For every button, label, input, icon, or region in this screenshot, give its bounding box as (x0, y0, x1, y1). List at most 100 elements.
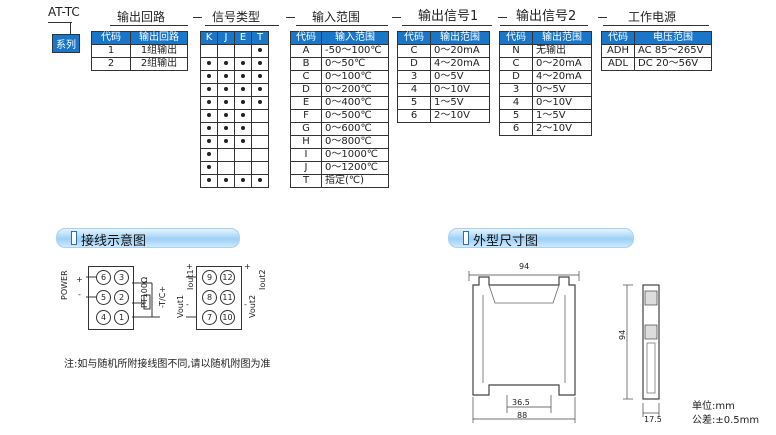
signal-cell-k (200, 161, 218, 175)
table-row (200, 148, 269, 162)
terminal-7: 7 (202, 310, 217, 325)
dot-icon (207, 113, 211, 117)
table-row (200, 57, 269, 71)
power-plus: + (76, 275, 83, 284)
dot-icon (241, 74, 245, 78)
cell-value: 无输出 (532, 44, 592, 58)
table-row (200, 161, 269, 175)
signal-cell-k (200, 70, 218, 84)
dot-icon (258, 87, 262, 91)
signal-cell-e (234, 161, 252, 175)
out2-minus: - (244, 300, 247, 309)
cell-range: 指定(℃) (321, 174, 389, 188)
cell-value: 0～10V (430, 83, 490, 97)
cell-code: C (397, 44, 431, 58)
signal-cell-j (217, 57, 235, 71)
dim-width: 94 (519, 262, 530, 271)
signal-cell-k (200, 96, 218, 110)
dot-icon (224, 74, 228, 78)
signal-cell-j (217, 44, 235, 58)
terminal-11: 11 (220, 290, 235, 305)
output-loop-table: 代码 输出回路 1 1组输出 2 2组输出 (91, 31, 188, 71)
wiring-banner: 接线示意图 (56, 228, 240, 249)
cell-code: G (290, 122, 322, 136)
cell-code: 2 (91, 57, 131, 71)
col-j: J (217, 31, 235, 45)
terminal-12: 12 (220, 270, 235, 285)
cell-range: 0～500℃ (321, 109, 389, 123)
signal-cell-e (234, 148, 252, 162)
dimension-drawing (468, 271, 660, 423)
dot-icon (207, 178, 211, 182)
dot-icon (258, 48, 262, 52)
table-row (200, 70, 269, 84)
dash-1 (193, 17, 202, 18)
dot-icon (241, 178, 245, 182)
cell-value: 0～20mA (430, 44, 490, 58)
table-row (200, 96, 269, 110)
prefix-connector (70, 22, 71, 35)
terminal-8: 8 (202, 290, 217, 305)
cell-code: D (397, 57, 431, 71)
series-label: 系列 (52, 34, 80, 53)
signal-cell-t (251, 44, 269, 58)
model-prefix: AT-TC (48, 5, 80, 19)
dot-icon (241, 113, 245, 117)
dot-icon (258, 178, 262, 182)
banner-bullet-icon (71, 231, 77, 245)
signal-cell-k (200, 148, 218, 162)
dot-icon (207, 165, 211, 169)
table-row: 1 1组输出 (91, 44, 188, 58)
signal-cell-t (251, 109, 269, 123)
dot-icon (224, 178, 228, 182)
table-row (200, 109, 269, 123)
dim-base: 88 (517, 411, 528, 420)
cell-range: 0～50℃ (321, 57, 389, 71)
signal-cell-e (234, 70, 252, 84)
signal-cell-t (251, 174, 269, 188)
cell-value: 0～5V (532, 83, 592, 97)
table-row (200, 44, 269, 58)
power-minus: - (78, 290, 81, 299)
signal-cell-t (251, 135, 269, 149)
cell-value: 4～20mA (532, 70, 592, 84)
table-row: 2 2组输出 (91, 57, 188, 71)
unit-label: 单位:mm (692, 401, 735, 412)
dot-icon (224, 126, 228, 130)
cell-code: D (499, 70, 533, 84)
terminal-6: 6 (96, 270, 111, 285)
cell-code: 3 (499, 83, 533, 97)
table-row (200, 174, 269, 188)
cell-range: 0～1200℃ (321, 161, 389, 175)
signal-cell-k (200, 122, 218, 136)
cell-code: 5 (499, 109, 533, 123)
cell-code: 4 (499, 96, 533, 110)
cell-code: ADH (601, 44, 635, 58)
dot-icon (224, 61, 228, 65)
dimension-banner: 外型尺寸图 (448, 228, 634, 249)
cell-code: 5 (397, 96, 431, 110)
cell-value: AC 85～265V (634, 44, 712, 58)
cell-range: 0～800℃ (321, 135, 389, 149)
col-k: K (200, 31, 218, 45)
cell-code: I (290, 148, 322, 162)
cell-code: E (290, 96, 322, 110)
underline-6 (603, 25, 709, 26)
dot-icon (241, 61, 245, 65)
cell-code: 6 (397, 109, 431, 123)
cell-range: 0～1000℃ (321, 148, 389, 162)
